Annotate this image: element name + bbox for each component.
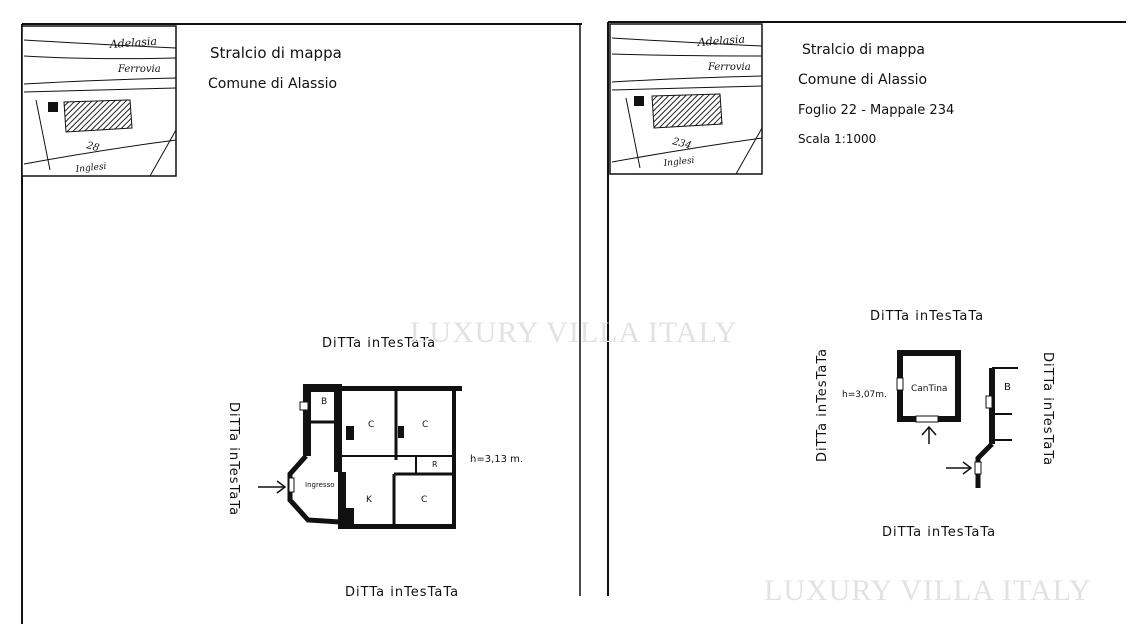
left-room-label-1: C [368, 420, 374, 430]
left-owner-label-bottom: DiTTa inTesTaTa [345, 585, 459, 600]
right-title-line-4: Scala 1:1000 [798, 132, 876, 146]
left-room-label-kitchen: K [366, 495, 373, 505]
right-title-line-1: Stralcio di mappa [802, 42, 925, 58]
left-owner-label-left: DiTTa inTesTaTa [226, 402, 241, 516]
right-map-label-parcel: 234 [670, 136, 692, 152]
watermark-center: LUXURY VILLA ITALY [410, 316, 738, 349]
left-map-label-ferrovia: Ferrovia [117, 64, 161, 75]
left-sheet: Adelasia Ferrovia 28 Inglesi Stralcio di… [21, 23, 582, 624]
left-room-label-3: C [421, 495, 427, 505]
right-map-extract: Adelasia Ferrovia 234 Inglesi [609, 23, 763, 175]
right-height-note: h=3,07m. [842, 390, 887, 400]
right-owner-label-bottom: DiTTa inTesTaTa [882, 525, 996, 540]
left-room-label-bath: B [321, 397, 327, 407]
watermark-bottom-right: LUXURY VILLA ITALY [764, 574, 1092, 607]
left-map-label-parcel: 28 [84, 140, 100, 154]
right-entrance-arrow-icon [946, 461, 973, 475]
left-room-label-2: C [422, 420, 428, 430]
right-map-building-hatch [651, 93, 723, 129]
right-title-line-3: Foglio 22 - Mappale 234 [798, 103, 954, 118]
left-room-label-closet: R [432, 460, 438, 469]
left-map-street-line [23, 39, 177, 49]
left-map-extract: Adelasia Ferrovia 28 Inglesi [21, 25, 177, 177]
right-cellar-arrow-icon [921, 425, 937, 444]
right-owner-label-top: DiTTa inTesTaTa [870, 309, 984, 324]
right-owner-label-right: DiTTa inTesTaTa [1040, 352, 1055, 466]
left-title-line-2: Comune di Alassio [208, 76, 337, 92]
left-height-note: h=3,13 m. [470, 454, 523, 465]
right-map-small-building [634, 96, 644, 106]
left-owner-label-top: DiTTa inTesTaTa [322, 336, 436, 351]
right-sheet: Adelasia Ferrovia 234 Inglesi Stralcio d… [607, 21, 1126, 596]
right-cellar-label: CanTina [911, 384, 947, 394]
right-bath-label: B [1004, 382, 1011, 393]
right-owner-label-left: DiTTa inTesTaTa [815, 348, 830, 462]
right-map-label-inglesi: Inglesi [662, 156, 695, 169]
left-map-building-hatch [63, 99, 133, 133]
left-map-small-building [48, 102, 58, 112]
right-map-label-adelasia: Adelasia [696, 33, 745, 49]
right-title-line-2: Comune di Alassio [798, 72, 927, 88]
left-title-line-1: Stralcio di mappa [210, 44, 342, 62]
right-cellar-plan: CanTina [896, 350, 961, 444]
right-map-label-ferrovia: Ferrovia [707, 62, 751, 73]
left-map-label-adelasia: Adelasia [108, 35, 157, 51]
left-entrance-label: Ingresso [305, 481, 335, 489]
left-entrance-arrow-icon [258, 480, 287, 494]
left-map-label-inglesi: Inglesi [74, 162, 107, 175]
right-bathroom-plan: B [946, 367, 1018, 488]
left-floor-plan: B C C R K C Ingresso [258, 384, 462, 529]
